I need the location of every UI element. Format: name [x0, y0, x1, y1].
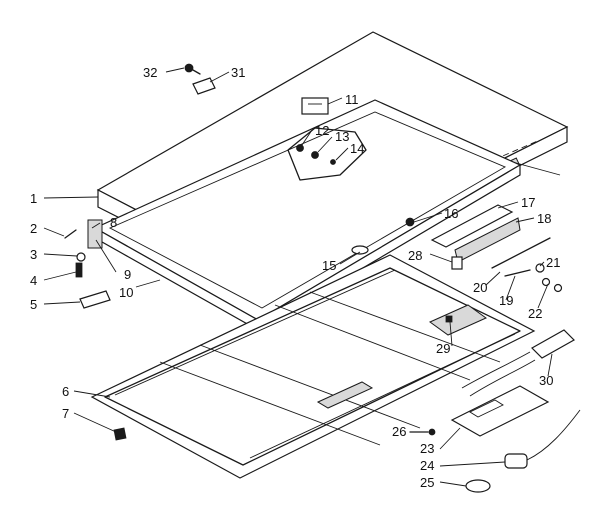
- callout-24: 24: [420, 458, 434, 473]
- callout-19: 19: [499, 293, 513, 308]
- callout-31: 31: [231, 65, 245, 80]
- callout-32: 32: [143, 65, 157, 80]
- callout-12: 12: [315, 123, 329, 138]
- callout-9: 9: [124, 267, 131, 282]
- callout-23: 23: [420, 441, 434, 456]
- callout-22: 22: [528, 306, 542, 321]
- callout-7: 7: [62, 406, 69, 421]
- callout-30: 30: [539, 373, 553, 388]
- callout-29: 29: [436, 341, 450, 356]
- callout-4: 4: [30, 273, 37, 288]
- callout-11: 11: [345, 92, 359, 107]
- callout-17: 17: [521, 195, 535, 210]
- callout-10: 10: [119, 285, 133, 300]
- leader-lines: [43, 67, 553, 487]
- callout-1: 1: [30, 191, 37, 206]
- callout-6: 6: [62, 384, 69, 399]
- callout-5: 5: [30, 297, 37, 312]
- callout-26: 26: [392, 424, 406, 439]
- callout-28: 28: [408, 248, 422, 263]
- callout-2: 2: [30, 221, 37, 236]
- callout-14: 14: [350, 141, 364, 156]
- callout-16: 16: [444, 206, 458, 221]
- callout-3: 3: [30, 247, 37, 262]
- callout-21: 21: [546, 255, 560, 270]
- hardware-parts: [64, 63, 581, 493]
- callout-8: 8: [110, 215, 117, 230]
- callout-18: 18: [537, 211, 551, 226]
- callout-labels: 32 31 11 12 13 14 1 2 8 3 9 4 10 5 16 17…: [30, 65, 560, 490]
- callout-25: 25: [420, 475, 434, 490]
- cabinet-frame: [90, 254, 536, 479]
- callout-20: 20: [473, 280, 487, 295]
- callout-15: 15: [322, 258, 336, 273]
- callout-13: 13: [335, 129, 349, 144]
